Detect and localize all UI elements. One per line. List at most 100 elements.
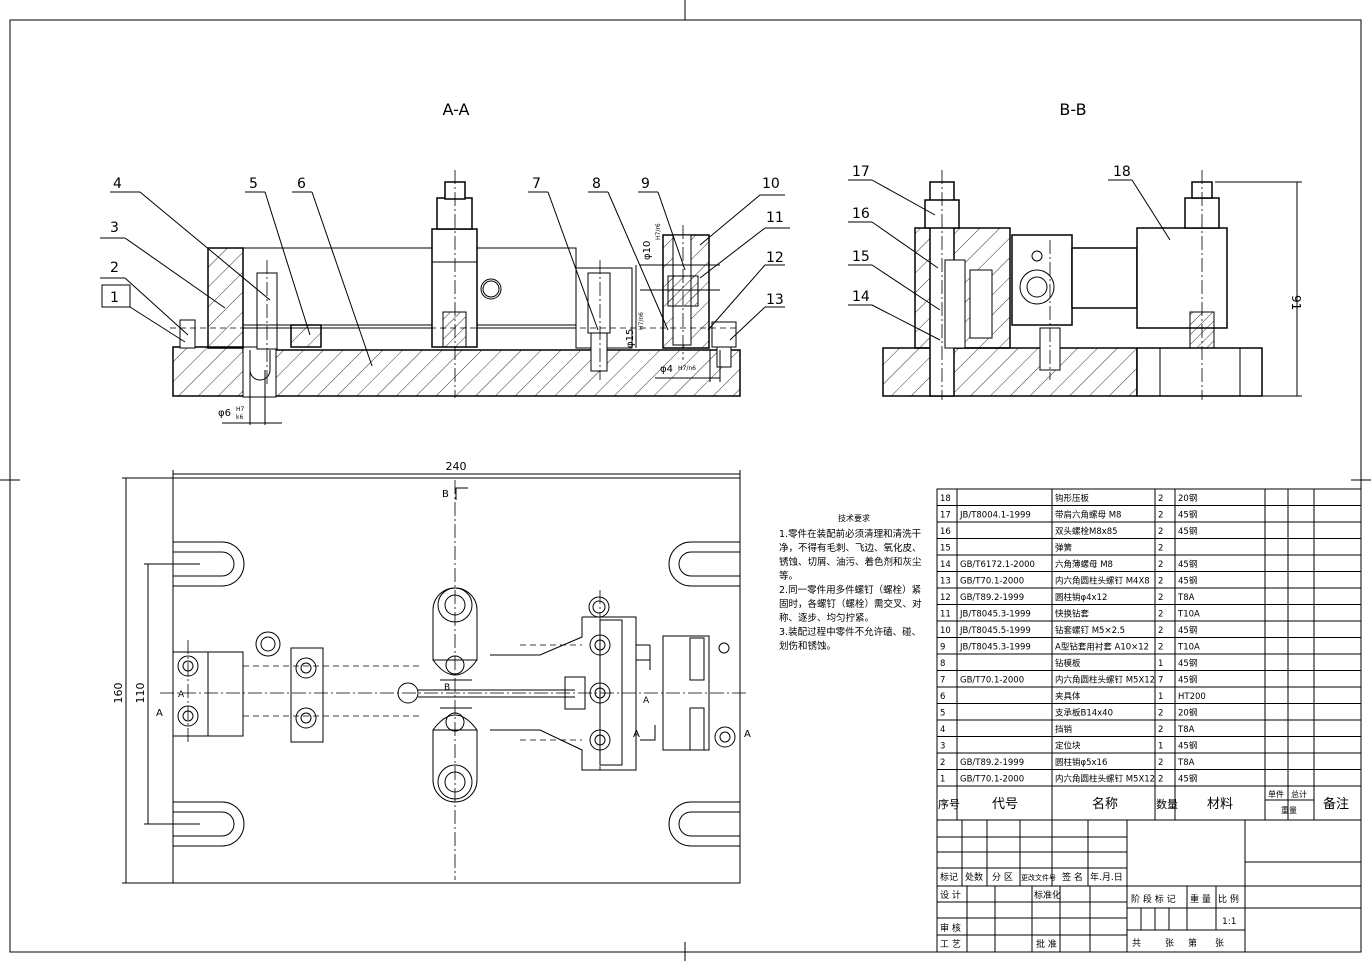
phi6-fit-bottom: k6: [236, 414, 243, 421]
bom-header-total: 总计: [1291, 789, 1307, 799]
bom-name-cell: 快换钻套: [1055, 609, 1090, 620]
bom-name-cell: 支承板B14x40: [1055, 708, 1113, 719]
callout-10: 10: [762, 176, 780, 192]
callout-9: 9: [641, 176, 650, 192]
tb-sign: 签 名: [1062, 871, 1083, 883]
bom-name-cell: 双头螺栓M8x85: [1055, 526, 1118, 537]
tb-review: 审 核: [940, 922, 961, 934]
bom-no-cell: 10: [940, 626, 951, 636]
bom-qty-cell: 2: [1158, 511, 1163, 521]
bom-mat-cell: T8A: [1177, 725, 1195, 735]
bom-qty-cell: 2: [1158, 725, 1163, 735]
tb-approve: 批 准: [1036, 938, 1057, 950]
section-mark-a-mid: A: [643, 696, 650, 706]
bom-qty-cell: 1: [1158, 692, 1163, 702]
callout-2: 2: [110, 260, 119, 276]
section-aa-title: A-A: [443, 100, 470, 119]
bom-no-cell: 4: [940, 725, 945, 735]
bom-name-cell: 钻模板: [1055, 658, 1081, 669]
phi4-dimension: φ4: [660, 364, 673, 375]
bom-name-cell: 六角薄螺母 M8: [1055, 559, 1113, 570]
tb-weight: 重 量: [1190, 893, 1211, 905]
callout-3: 3: [110, 220, 119, 236]
callout-12: 12: [766, 250, 784, 266]
tb-count: 处数: [965, 871, 983, 883]
tb-process: 工 艺: [940, 939, 961, 950]
tb-scale: 比 例: [1218, 893, 1239, 905]
callout-6: 6: [297, 176, 306, 192]
bom-code-cell: JB/T8045.3-1999: [959, 610, 1031, 620]
section-mark-a-left: A: [156, 708, 163, 719]
bom-code-cell: GB/T70.1-2000: [960, 676, 1024, 686]
bom-qty-cell: 2: [1158, 593, 1163, 603]
bom-code-cell: GB/T89.2-1999: [960, 593, 1024, 603]
bom-name-cell: 钩形压板: [1055, 493, 1090, 504]
bom-mat-cell: 45钢: [1178, 559, 1197, 570]
bom-no-cell: 14: [940, 560, 951, 570]
bom-no-cell: 18: [940, 494, 951, 504]
bom-name-cell: A型钻套用衬套 A10×12: [1055, 642, 1149, 653]
bom-qty-cell: 2: [1158, 577, 1163, 587]
bom-name-cell: 定位块: [1055, 741, 1081, 752]
bom-code-cell: GB/T6172.1-2000: [960, 560, 1035, 570]
bom-name-cell: 夹具体: [1055, 691, 1081, 702]
tech-title: 技术要求: [838, 514, 870, 523]
phi6-dimension: φ6: [218, 408, 231, 419]
tb-sheet-unit2: 张: [1215, 938, 1224, 949]
phi15-dimension: φ15: [625, 329, 636, 348]
callout-8: 8: [592, 176, 601, 192]
callout-4: 4: [113, 176, 122, 192]
bom-mat-cell: 20钢: [1178, 708, 1197, 719]
bom-no-cell: 9: [940, 643, 945, 653]
phi6-fit-top: H7: [236, 406, 245, 413]
section-bb-title: B-B: [1059, 100, 1086, 119]
bom-no-cell: 16: [940, 527, 951, 537]
bom-no-cell: 3: [940, 742, 945, 752]
bom-qty-cell: 2: [1158, 775, 1163, 785]
section-aa-view: φ6 H7 k6 φ10 H7/r6 φ15 H7/n6 φ4 H7/n6: [170, 170, 741, 425]
bom-code-cell: JB/T8004.1-1999: [959, 511, 1031, 521]
tech-item-3: 3.装配过程中零件不允许磕、碰、划伤和锈蚀。: [779, 627, 922, 652]
section-bb-view: 91: [882, 170, 1303, 400]
bom-code-cell: JB/T8045.5-1999: [959, 626, 1031, 636]
bom-no-cell: 6: [940, 692, 945, 702]
phi10-fit: H7/r6: [655, 223, 662, 240]
bom-header-code: 代号: [992, 797, 1018, 812]
bom-name-cell: 圆柱销φ5x16: [1055, 757, 1107, 768]
bom-name-cell: 圆柱销φ4x12: [1055, 592, 1107, 603]
bom-mat-cell: T10A: [1177, 643, 1200, 653]
tb-mark: 标记: [940, 871, 958, 883]
bom-code-cell: JB/T8045.3-1999: [959, 643, 1031, 653]
bom-no-cell: 17: [940, 511, 951, 521]
bom-qty-cell: 2: [1158, 610, 1163, 620]
dim-160: 160: [112, 683, 125, 704]
plan-view: 240 160 110 B B A A A A A: [112, 460, 751, 884]
title-block: 标记 处数 分 区 更改文件号 签 名 年.月.日 设 计 标准化 审 核 工 …: [936, 819, 1362, 953]
bom-no-cell: 11: [940, 610, 951, 620]
bom-code-cell: GB/T89.2-1999: [960, 758, 1024, 768]
tb-std: 标准化: [1034, 889, 1061, 901]
bom-code-cell: GB/T70.1-2000: [960, 775, 1024, 785]
bom-name-cell: 内六角圆柱头螺钉 M5X12: [1055, 675, 1155, 686]
bom-qty-cell: 2: [1158, 560, 1163, 570]
dim-240: 240: [446, 460, 467, 473]
bom-code-cell: GB/T70.1-2000: [960, 577, 1024, 587]
tb-design: 设 计: [940, 889, 961, 901]
bom-no-cell: 2: [940, 758, 945, 768]
bom-header-mat: 材料: [1207, 797, 1233, 812]
bom-mat-cell: T8A: [1177, 593, 1195, 603]
callout-17: 17: [852, 164, 870, 180]
tb-scale-value: 1:1: [1222, 917, 1236, 927]
bom-no-cell: 8: [940, 659, 945, 669]
callout-1: 1: [110, 290, 119, 306]
bom-mat-cell: 45钢: [1178, 576, 1197, 587]
bom-qty-cell: 2: [1158, 643, 1163, 653]
bom-name-cell: 弹簧: [1055, 543, 1073, 554]
bom-qty-cell: 2: [1158, 626, 1163, 636]
bom-mat-cell: 45钢: [1178, 510, 1197, 521]
bom-mat-cell: 45钢: [1178, 658, 1197, 669]
section-mark-b-mid: B: [444, 683, 450, 693]
callout-7: 7: [532, 176, 541, 192]
